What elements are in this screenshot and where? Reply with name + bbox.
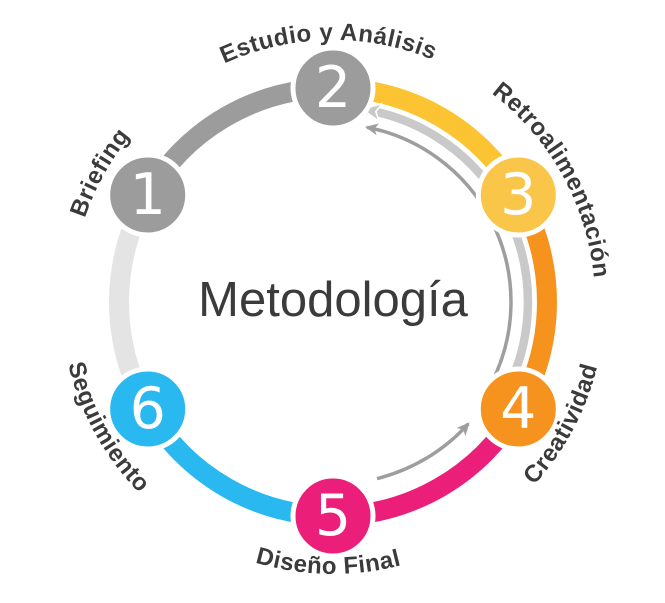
step-2-number: 2 [315,55,351,121]
step-3-number: 3 [500,162,536,228]
step-3-circle [475,152,561,238]
step-4-circle [475,366,561,452]
diagram-title: Metodología [198,273,468,327]
step-6-circle [105,366,191,452]
step-1-number: 1 [130,162,166,228]
step-2-circle [290,45,376,131]
step-4-number: 4 [500,376,536,442]
step-node-3: 3 [475,152,561,238]
step-6-number: 6 [130,376,166,442]
step-node-2: 2 [290,45,376,131]
feedback-line-5-to-4 [376,422,470,481]
step-node-1: 1 [105,152,191,238]
step-node-4: 4 [475,366,561,452]
step-1-circle [105,152,191,238]
step-node-5: 5 [290,473,376,559]
step-node-6: 6 [105,366,191,452]
step-5-circle [290,473,376,559]
step-5-number: 5 [315,483,351,549]
step-nodes: 1 2 3 4 5 6 [105,45,561,559]
